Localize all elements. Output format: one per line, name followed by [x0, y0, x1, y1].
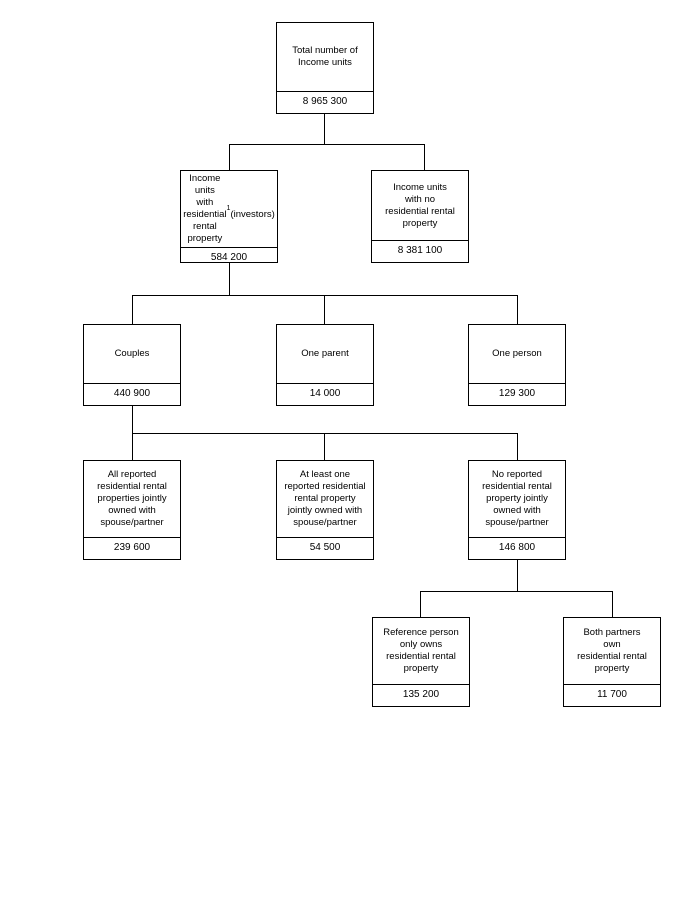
node-reference-person-only-owns[interactable]: Reference person only owns residential r…: [372, 617, 470, 707]
connector-row2-bus: [229, 144, 425, 145]
connector-row4-right: [517, 433, 518, 460]
node-total-income-units-label: Total number of Income units: [292, 45, 358, 68]
node-one-person[interactable]: One person 129 300: [468, 324, 566, 406]
connector-row5-bus: [420, 591, 613, 592]
connector-row3-left: [132, 295, 133, 324]
connector-row3-right: [517, 295, 518, 324]
connector-row2-right: [424, 144, 425, 170]
connector-row2-left: [229, 144, 230, 170]
node-both-partners-own-value: 11 700: [564, 684, 660, 706]
connector-couples-down: [132, 405, 133, 460]
node-at-least-one-jointly-owned[interactable]: At least one reported residential rental…: [276, 460, 374, 560]
node-no-reported-jointly-owned[interactable]: No reported residential rental property …: [468, 460, 566, 560]
node-at-least-one-jointly-owned-label: At least one reported residential rental…: [284, 469, 366, 528]
node-all-reported-jointly-owned-value: 239 600: [84, 537, 180, 559]
node-reference-person-only-owns-label: Reference person only owns residential r…: [383, 627, 459, 674]
node-with-residential-rental-property[interactable]: Income units with residential rental pro…: [180, 170, 278, 263]
node-with-residential-rental-property-label: Income units with residential rental pro…: [183, 173, 275, 244]
node-at-least-one-jointly-owned-value: 54 500: [277, 537, 373, 559]
node-no-reported-jointly-owned-label: No reported residential rental property …: [482, 469, 552, 528]
connector-total-down: [324, 113, 325, 144]
node-no-residential-rental-property-value: 8 381 100: [372, 240, 468, 262]
node-all-reported-jointly-owned[interactable]: All reported residential rental properti…: [83, 460, 181, 560]
node-one-person-label: One person: [492, 348, 542, 359]
node-both-partners-own-label: Both partners own residential rental pro…: [577, 627, 647, 674]
node-total-income-units-value: 8 965 300: [277, 91, 373, 113]
node-with-residential-rental-property-label-post: (investors): [230, 209, 275, 220]
node-no-reported-jointly-owned-value: 146 800: [469, 537, 565, 559]
node-all-reported-jointly-owned-label: All reported residential rental properti…: [97, 469, 167, 528]
node-couples[interactable]: Couples 440 900: [83, 324, 181, 406]
connector-nojoint-down: [517, 559, 518, 591]
connector-investors-down: [229, 262, 230, 295]
connector-row5-right: [612, 591, 613, 617]
node-one-person-value: 129 300: [469, 383, 565, 405]
node-reference-person-only-owns-value: 135 200: [373, 684, 469, 706]
node-no-residential-rental-property-label: Income units with no residential rental …: [385, 181, 455, 229]
node-one-parent-value: 14 000: [277, 383, 373, 405]
connector-row4-middle: [324, 433, 325, 460]
node-one-parent-label: One parent: [301, 348, 349, 359]
node-with-residential-rental-property-value: 584 200: [181, 247, 277, 269]
connector-row5-left: [420, 591, 421, 617]
connector-row3-middle: [324, 295, 325, 324]
node-no-residential-rental-property[interactable]: Income units with no residential rental …: [371, 170, 469, 263]
node-couples-label: Couples: [114, 348, 150, 359]
node-total-income-units[interactable]: Total number of Income units 8 965 300: [276, 22, 374, 114]
node-one-parent[interactable]: One parent 14 000: [276, 324, 374, 406]
node-with-residential-rental-property-label-pre: Income units with residential rental pro…: [183, 173, 227, 244]
node-couples-value: 440 900: [84, 383, 180, 405]
node-both-partners-own[interactable]: Both partners own residential rental pro…: [563, 617, 661, 707]
